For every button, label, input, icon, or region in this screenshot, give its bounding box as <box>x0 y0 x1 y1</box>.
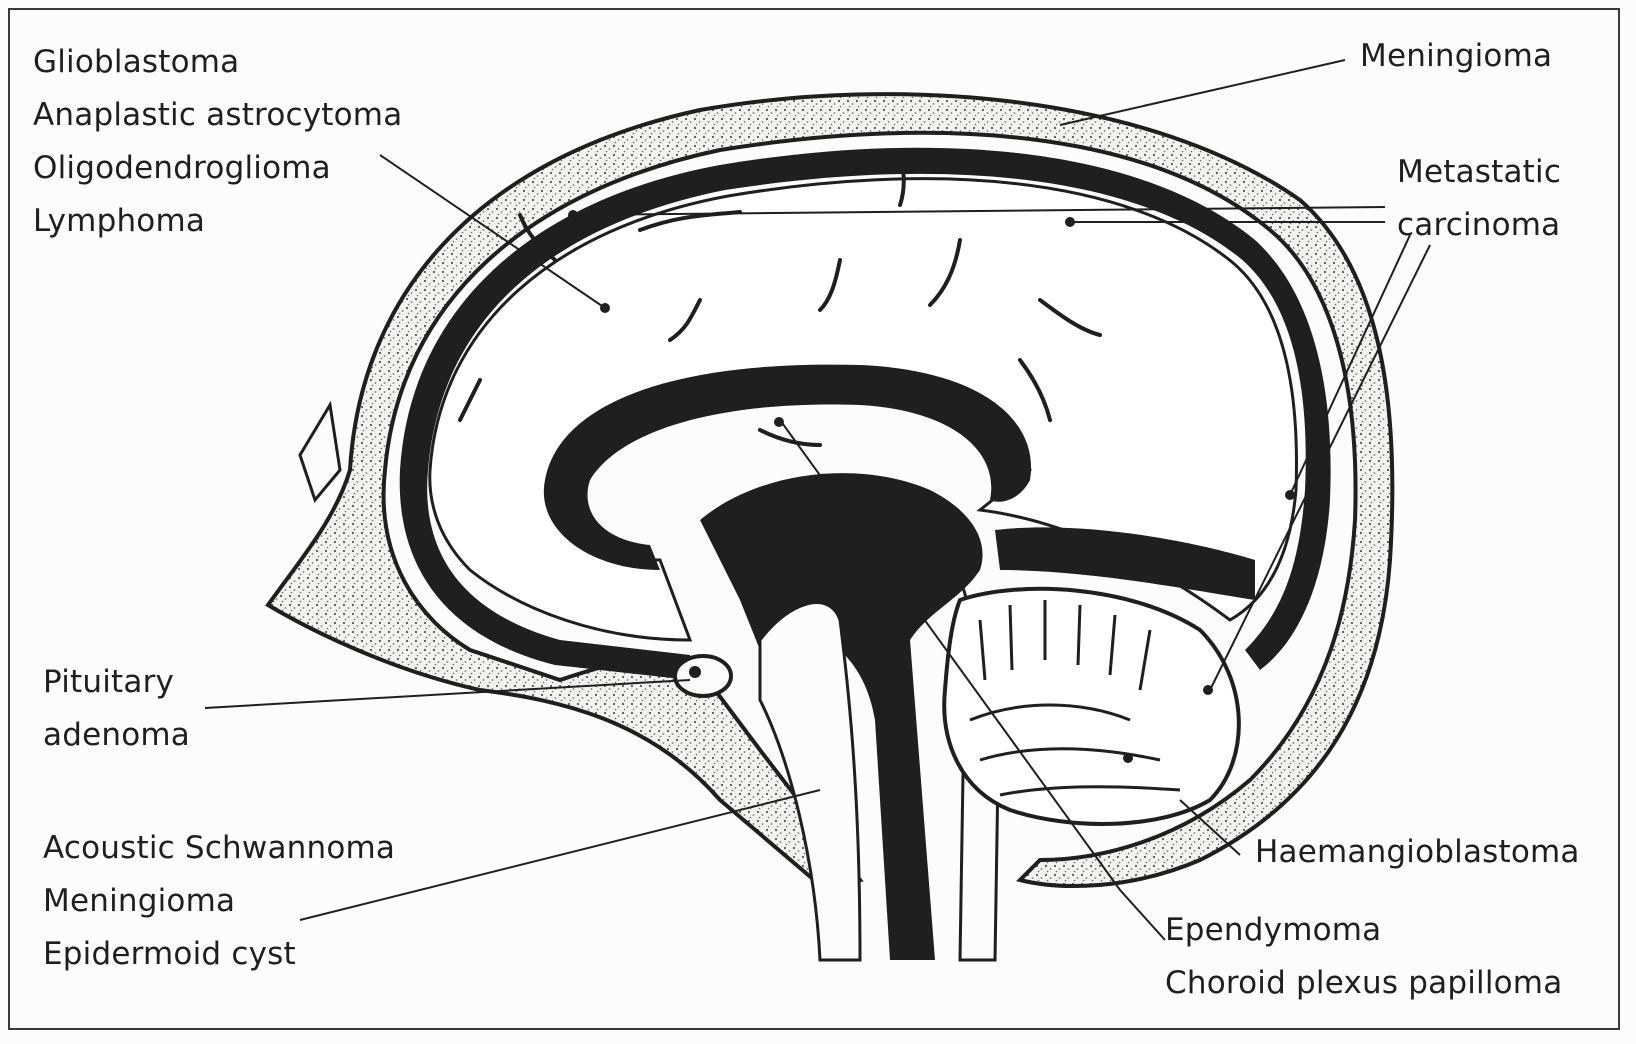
midbrain <box>700 473 983 960</box>
label-metastatic-carcinoma: Metastatic carcinoma <box>1397 146 1561 252</box>
label-haemangioblastoma: Haemangioblastoma <box>1255 826 1580 879</box>
label-ependymoma: Ependymoma <box>1165 904 1562 957</box>
label-meningioma-cpa: Meningioma <box>43 875 395 928</box>
label-pituitary-adenoma: Pituitary adenoma <box>43 656 190 762</box>
label-choroid-plexus-papilloma: Choroid plexus papilloma <box>1165 957 1562 1010</box>
label-oligodendroglioma: Oligodendroglioma <box>33 142 402 195</box>
pituitary-gland <box>675 656 731 696</box>
label-glioblastoma: Glioblastoma <box>33 36 402 89</box>
label-carcinoma: carcinoma <box>1397 199 1561 252</box>
label-meningioma-top: Meningioma <box>1360 30 1552 83</box>
label-cerebral-tumors: Glioblastoma Anaplastic astrocytoma Olig… <box>33 36 402 248</box>
label-epidermoid-cyst: Epidermoid cyst <box>43 928 395 981</box>
label-pituitary: Pituitary <box>43 656 190 709</box>
label-lymphoma: Lymphoma <box>33 195 402 248</box>
label-acoustic-schwannoma: Acoustic Schwannoma <box>43 822 395 875</box>
cerebellum <box>944 527 1255 824</box>
label-fourth-ventricle-tumors: Ependymoma Choroid plexus papilloma <box>1165 904 1562 1010</box>
label-anaplastic-astrocytoma: Anaplastic astrocytoma <box>33 89 402 142</box>
label-metastatic: Metastatic <box>1397 146 1561 199</box>
label-adenoma: adenoma <box>43 709 190 762</box>
leader-meningioma-top <box>1060 60 1345 125</box>
label-cpa-tumors: Acoustic Schwannoma Meningioma Epidermoi… <box>43 822 395 981</box>
